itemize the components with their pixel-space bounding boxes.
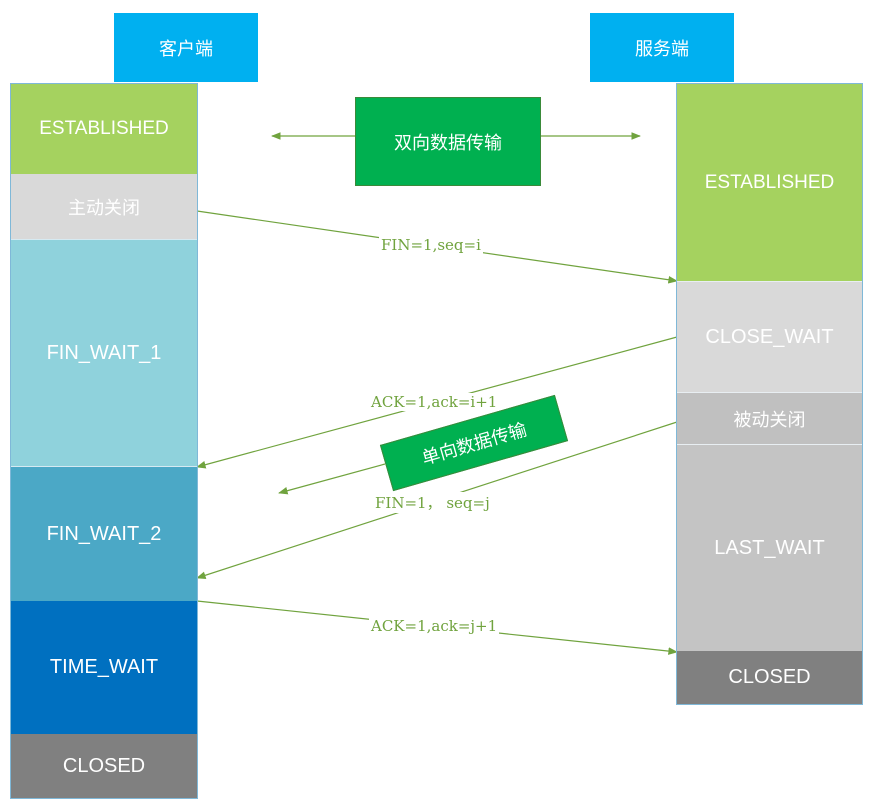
server-state-passive-close: 被动关闭	[677, 392, 862, 444]
client-state-established: ESTABLISHED	[11, 84, 197, 174]
client-column: ESTABLISHED 主动关闭 FIN_WAIT_1 FIN_WAIT_2 T…	[10, 83, 198, 799]
client-header: 客户端	[114, 13, 258, 82]
bidirectional-transfer-box: 双向数据传输	[355, 97, 541, 186]
client-state-fin-wait-1: FIN_WAIT_1	[11, 239, 197, 466]
client-state-fin-wait-2: FIN_WAIT_2	[11, 466, 197, 601]
server-state-closed: CLOSED	[677, 651, 862, 704]
server-state-last-wait: LAST_WAIT	[677, 444, 862, 651]
server-header: 服务端	[590, 13, 734, 82]
ack2-label: ACK=1,ack=j+1	[369, 617, 500, 635]
server-column: ESTABLISHED CLOSE_WAIT 被动关闭 LAST_WAIT CL…	[676, 83, 863, 705]
server-state-close-wait: CLOSE_WAIT	[677, 281, 862, 392]
fin2-label: FIN=1， seq=j	[373, 492, 492, 513]
client-state-time-wait: TIME_WAIT	[11, 601, 197, 734]
client-state-closed: CLOSED	[11, 734, 197, 798]
ack1-label: ACK=1,ack=i+1	[369, 393, 500, 411]
client-state-active-close: 主动关闭	[11, 174, 197, 239]
server-state-established: ESTABLISHED	[677, 84, 862, 281]
unidirectional-arrow	[278, 463, 386, 495]
fin1-label: FIN=1,seq=i	[379, 236, 483, 254]
